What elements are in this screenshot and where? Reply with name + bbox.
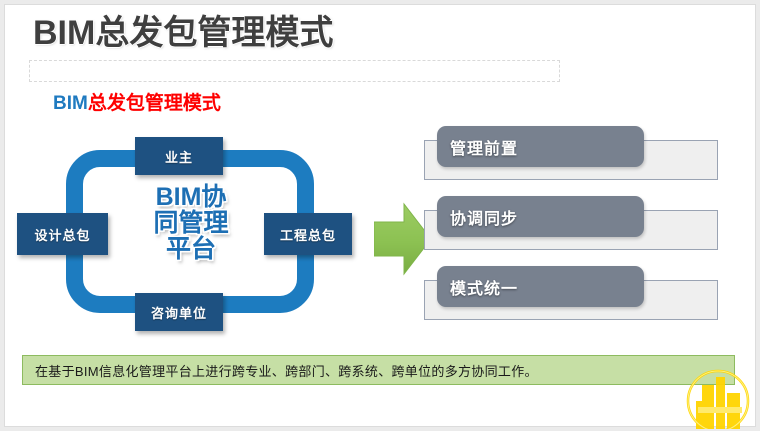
outcome-pill[interactable]: 管理前置: [437, 126, 644, 167]
subtitle-blue-segment: BIM: [53, 93, 88, 114]
right-arrow-icon: [373, 202, 432, 276]
cycle-node-right-label: 工程总包: [279, 227, 336, 243]
outcome-row[interactable]: 管理前置: [424, 126, 736, 182]
content-placeholder[interactable]: [29, 60, 560, 82]
summary-banner: 在基于BIM信息化管理平台上进行跨专业、跨部门、跨系统、跨单位的多方协同工作。: [22, 355, 735, 385]
outcome-label: 协调同步: [450, 210, 519, 228]
cycle-center-line-2: 同管理: [153, 209, 229, 237]
summary-banner-text: 在基于BIM信息化管理平台上进行跨专业、跨部门、跨系统、跨单位的多方协同工作。: [35, 363, 538, 379]
slide-frame-top: [0, 0, 760, 4]
outcome-label: 管理前置: [450, 140, 519, 158]
cycle-node-left-label: 设计总包: [34, 227, 91, 243]
cycle-node-bottom-label: 咨询单位: [150, 305, 207, 321]
cycle-node-top-label: 业主: [164, 149, 193, 165]
outcome-row[interactable]: 协调同步: [424, 196, 736, 252]
slide-frame-bottom: [0, 427, 760, 431]
page-title: BIM总发包管理模式: [33, 14, 334, 52]
outcome-label: 模式统一: [450, 280, 519, 298]
slide-frame-right: [756, 0, 760, 431]
cycle-node-right[interactable]: 工程总包: [264, 213, 352, 255]
cycle-diagram: BIM协 同管理 平台 业主 设计总包 工程总包 咨询单位: [16, 128, 376, 343]
outcome-pill[interactable]: 模式统一: [437, 266, 644, 307]
subtitle-red-segment: 总发包管理模式: [87, 93, 221, 114]
subtitle: BIM总发包管理模式: [53, 92, 221, 116]
slide-frame-left: [0, 0, 4, 431]
cycle-center-label: BIM协 同管理 平台: [124, 184, 258, 262]
cycle-node-left[interactable]: 设计总包: [17, 213, 108, 255]
cycle-center-line-3: 平台: [165, 235, 216, 263]
outcome-row[interactable]: 模式统一: [424, 266, 736, 322]
outcome-list: 管理前置 协调同步 模式统一: [424, 126, 736, 336]
cycle-center-line-1: BIM协: [155, 183, 227, 211]
outcome-pill[interactable]: 协调同步: [437, 196, 644, 237]
cycle-node-top[interactable]: 业主: [135, 137, 223, 175]
cycle-node-bottom[interactable]: 咨询单位: [135, 293, 223, 331]
